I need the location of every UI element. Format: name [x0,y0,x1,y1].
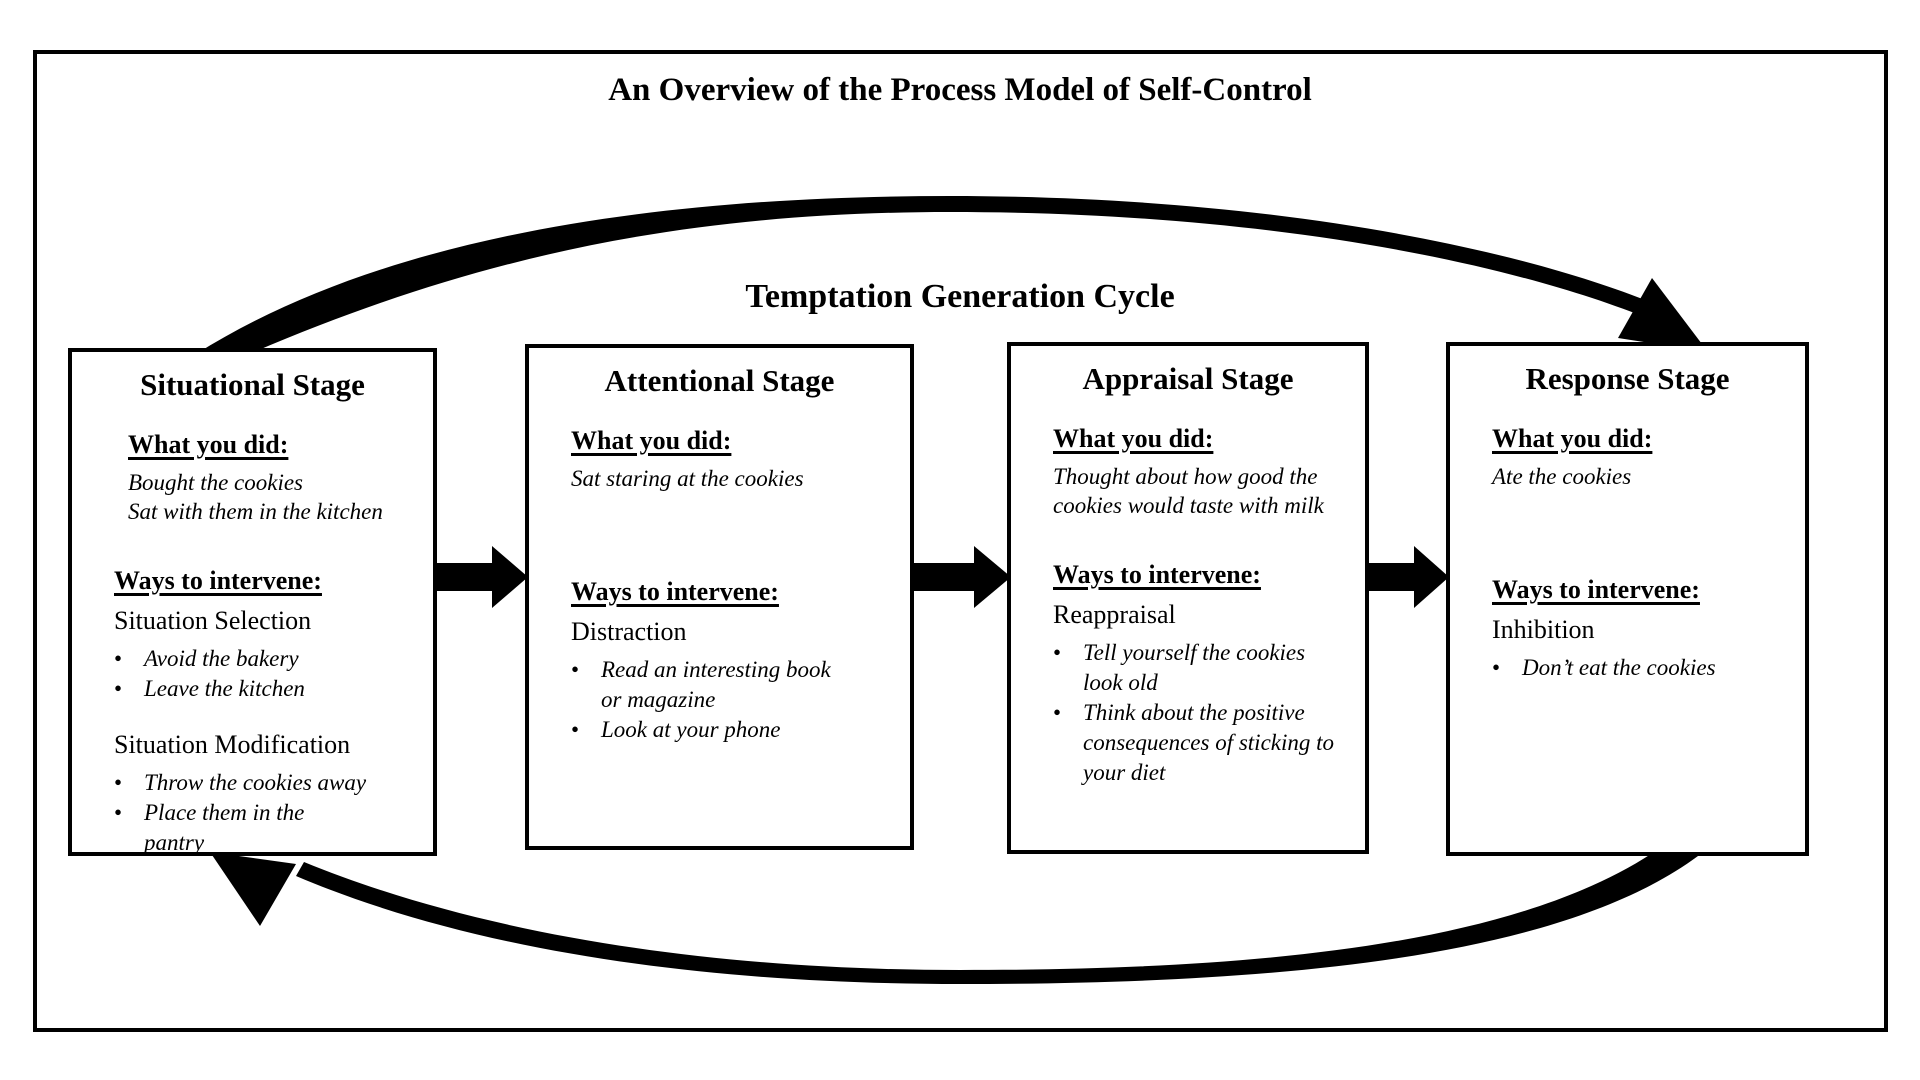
stage-title: Situational Stage [140,367,365,402]
diagram-outer-border [33,50,1888,1032]
stage-body: What you did: Bought the cookies Sat wit… [72,426,433,855]
ways-to-intervene-heading: Ways to intervene: [114,566,322,595]
bullet-text: Think about the positive consequences of… [1083,700,1335,785]
ways-to-intervene-section: Ways to intervene: Situation Selection A… [114,562,411,855]
bullet-dot-icon [114,644,144,674]
what-you-did-heading: What you did: [1053,424,1214,453]
what-you-did-section: What you did: Sat staring at the cookies [571,422,888,493]
strategy-bullets: Don’t eat the cookies [1492,653,1783,683]
bullet-dot-icon [571,715,601,745]
what-line: Bought the cookies [128,470,304,495]
what-you-did-section: What you did: Bought the cookies Sat wit… [114,426,411,526]
what-line: Ate the cookies [1492,464,1632,489]
stage-body: What you did: Sat staring at the cookies… [529,422,910,745]
strategy-name: Inhibition [1492,615,1595,644]
strategy-name: Distraction [571,617,687,646]
stage-body: What you did: Thought about how good the… [1011,420,1365,788]
diagram-title: An Overview of the Process Model of Self… [608,72,1312,108]
stage-title: Response Stage [1525,361,1730,396]
ways-to-intervene-heading: Ways to intervene: [1053,560,1261,589]
list-item: Think about the positive consequences of… [1053,698,1343,788]
bullet-dot-icon [114,798,144,852]
stage-title: Attentional Stage [604,363,835,398]
strategy-name: Reappraisal [1053,600,1176,629]
what-you-did-heading: What you did: [1492,424,1653,453]
ways-to-intervene-heading: Ways to intervene: [1492,575,1700,604]
what-line: Sat with them in the kitchen [128,499,383,524]
what-line: Sat staring at the cookies [571,466,804,491]
bullet-text: Avoid the bakery [144,646,299,671]
bullet-text: Place them in the pantry [144,800,305,855]
arrow-appraisal-to-response-icon [1368,546,1449,608]
list-item: Read an interesting book or magazine [571,655,888,715]
cycle-bottom-arc-icon [296,852,1698,984]
list-item: Place them in the pantry [114,798,411,855]
ways-to-intervene-heading: Ways to intervene: [571,577,779,606]
ways-to-intervene-section: Ways to intervene: Inhibition Don’t eat … [1492,571,1783,683]
bullet-text: Don’t eat the cookies [1522,655,1716,680]
ways-to-intervene-section: Ways to intervene: Reappraisal Tell your… [1053,556,1343,788]
stage-box-attentional: Attentional Stage What you did: Sat star… [525,344,914,850]
temptation-cycle-label: Temptation Generation Cycle [745,278,1175,315]
bullet-dot-icon [1053,698,1083,788]
list-item: Leave the kitchen [114,674,411,704]
list-item: Throw the cookies away [114,768,411,798]
bullet-text: Tell yourself the cookies look old [1083,640,1306,695]
strategy-name: Situation Modification [114,730,351,759]
stage-body: What you did: Ate the cookies Ways to in… [1450,420,1805,683]
list-item: Look at your phone [571,715,888,745]
strategy-bullets: Throw the cookies away Place them in the… [114,768,411,855]
arrow-situational-to-attentional-icon [437,546,528,608]
bullet-dot-icon [114,674,144,704]
bullet-text: Leave the kitchen [144,676,305,701]
strategy-bullets: Read an interesting book or magazine Loo… [571,655,888,745]
stage-box-appraisal: Appraisal Stage What you did: Thought ab… [1007,342,1369,854]
cycle-top-arrowhead-icon [1618,278,1708,352]
what-you-did-section: What you did: Thought about how good the… [1053,420,1343,520]
bullet-text: Look at your phone [601,717,781,742]
bullet-dot-icon [1053,638,1083,698]
strategy-bullets: Tell yourself the cookies look old Think… [1053,638,1343,788]
what-line: Thought about how good the cookies would… [1053,464,1324,518]
cycle-bottom-arrowhead-icon [210,852,296,926]
what-you-did-section: What you did: Ate the cookies [1492,420,1783,491]
arrow-attentional-to-appraisal-icon [913,546,1011,608]
bullet-dot-icon [1492,653,1522,683]
bullet-dot-icon [571,655,601,715]
what-you-did-heading: What you did: [128,430,289,459]
bullet-text: Throw the cookies away [144,770,367,795]
stage-box-situational: Situational Stage What you did: Bought t… [68,348,437,856]
strategy-name: Situation Selection [114,606,312,635]
bullet-text: Read an interesting book or magazine [601,657,831,712]
strategy-bullets: Avoid the bakery Leave the kitchen [114,644,411,704]
bullet-dot-icon [114,768,144,798]
stage-title: Appraisal Stage [1082,361,1294,396]
list-item: Don’t eat the cookies [1492,653,1783,683]
stage-box-response: Response Stage What you did: Ate the coo… [1446,342,1809,856]
ways-to-intervene-section: Ways to intervene: Distraction Read an i… [571,573,888,745]
what-you-did-heading: What you did: [571,426,732,455]
list-item: Tell yourself the cookies look old [1053,638,1343,698]
cycle-top-arc-icon [196,196,1660,358]
list-item: Avoid the bakery [114,644,411,674]
